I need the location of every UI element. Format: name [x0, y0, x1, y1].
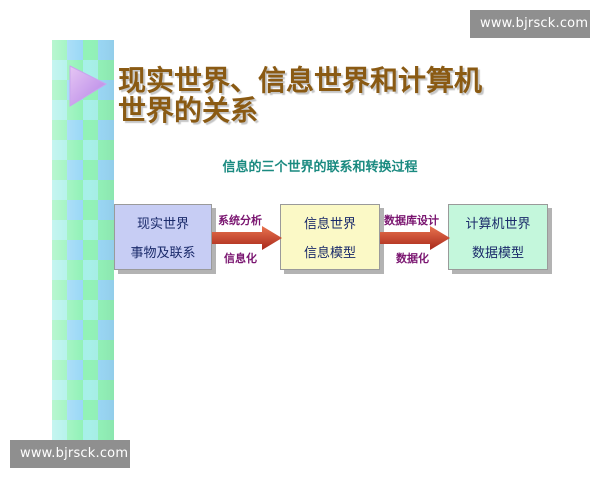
box-real-world-title: 现实世界 [136, 217, 189, 232]
arrow-2-top-label: 数据库设计 [384, 214, 439, 227]
diagram-subtitle: 信息的三个世界的联系和转换过程 [222, 160, 418, 175]
watermark-bottom: www.bjrsck.com [10, 440, 130, 468]
arrow-1-bottom-label: 信息化 [224, 252, 257, 265]
box-information-world: 信息世界 信息模型 [280, 204, 380, 270]
box-computer-world-title: 计算机世界 [465, 217, 531, 232]
checker-pattern [52, 40, 114, 460]
box-real-world: 现实世界 事物及联系 [114, 204, 212, 270]
arrow-right-icon [380, 226, 450, 250]
watermark-top: www.bjrsck.com [470, 10, 590, 38]
title-line-1: 现实世界、信息世界和计算机 [118, 64, 483, 97]
box-computer-world: 计算机世界 数据模型 [448, 204, 548, 270]
slide-title: 现实世界、信息世界和计算机 世界的关系 [118, 66, 482, 126]
triangle-bullet-icon [69, 65, 108, 107]
box-information-world-detail: 信息模型 [303, 246, 356, 261]
title-line-2: 世界的关系 [118, 94, 259, 127]
box-real-world-detail: 事物及联系 [130, 246, 196, 261]
box-information-world-title: 信息世界 [303, 217, 356, 232]
arrow-2-bottom-label: 数据化 [396, 252, 429, 265]
arrow-right-icon [212, 226, 282, 250]
decorative-strip [52, 40, 114, 460]
box-computer-world-detail: 数据模型 [471, 246, 524, 261]
arrow-1-top-label: 系统分析 [218, 214, 262, 227]
